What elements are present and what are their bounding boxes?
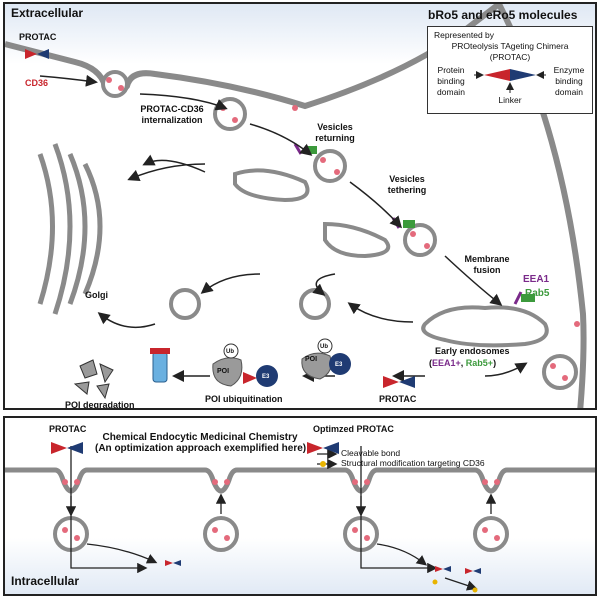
golgi-stack: [37, 143, 103, 315]
early-endosomes-label: Early endosomes: [435, 346, 510, 356]
protac-bottom-label: PROTAC: [379, 394, 417, 404]
modification-dot: [320, 461, 326, 467]
ub-free-label: Ub: [320, 344, 328, 350]
endocytosis-pathway-drawing: [5, 4, 587, 408]
early-endosome: [421, 305, 549, 348]
protac-glyph-optimized: [307, 442, 323, 454]
vesicle-returning: [313, 149, 347, 183]
header-right-label: bRo5 and eRo5 molecules: [428, 8, 578, 22]
intracellular-label: Intracellular: [11, 574, 80, 588]
optimized-protac-label: Optimzed PROTAC: [313, 424, 394, 434]
protac-legend: Represented by PROteolysis TAgeting Chim…: [427, 26, 593, 114]
cd36-label: CD36: [25, 78, 49, 88]
poi-complex-free: [301, 338, 351, 380]
vesicle: [213, 97, 247, 131]
rab5-label: Rab5: [525, 288, 550, 299]
optimization-drawing: [5, 442, 595, 593]
poi-degradation-label: POI degradation: [65, 400, 135, 410]
vesicle-left-b: [203, 516, 239, 552]
eea1-label: EEA1: [523, 274, 550, 285]
early-endosome-markers: (EEA1+, Rab5+): [429, 358, 497, 368]
e3-free-label: E3: [335, 362, 343, 368]
structural-mod-label: Structural modification targeting CD36: [341, 458, 485, 468]
poi-ub-label: POI: [217, 368, 230, 375]
bottom-protac-label: PROTAC: [49, 424, 87, 434]
bottom-title: Chemical Endocytic Medicinal Chemistry(A…: [95, 432, 307, 454]
poi-complex-ubiquitinated: [212, 343, 278, 387]
endocytosis-panel: Extracellular bRo5 and eRo5 molecules PR…: [3, 2, 597, 410]
cleavable-bond-label: Cleavable bond: [341, 448, 401, 458]
legend-protac-full: PROteolysis TAgeting Chimera(PROTAC): [451, 41, 569, 62]
legend-protac-glyph: [474, 69, 546, 93]
legend-represented-by: Represented by: [434, 30, 495, 40]
pit-vesicle: [101, 70, 129, 98]
e3-ub-label: E3: [262, 374, 270, 380]
legend-linker: Linker: [498, 95, 522, 105]
released-protacs: [165, 560, 481, 593]
poi-free-label: POI: [305, 356, 318, 363]
vesicle-fusion: [542, 354, 578, 390]
ub-ub-label: Ub: [226, 349, 234, 355]
extracellular-label: Extracellular: [11, 6, 84, 20]
vesicle-tethering: [403, 223, 437, 257]
vesicle-right-b: [473, 516, 509, 552]
proteasome: [150, 348, 170, 383]
optimization-panel: PROTAC Chemical Endocytic Medicinal Chem…: [3, 416, 597, 596]
protac-glyph-pathway: [383, 376, 415, 388]
degradation-fragments: [73, 359, 114, 400]
protac-label: PROTAC: [19, 32, 57, 42]
membrane-line: [5, 467, 595, 494]
golgi-label: Golgi: [85, 290, 108, 300]
protac-glyph-extracellular: [25, 49, 49, 59]
poi-ubiquitination-label: POI ubiquitination: [205, 394, 283, 404]
protac-glyph-left: [51, 442, 67, 454]
